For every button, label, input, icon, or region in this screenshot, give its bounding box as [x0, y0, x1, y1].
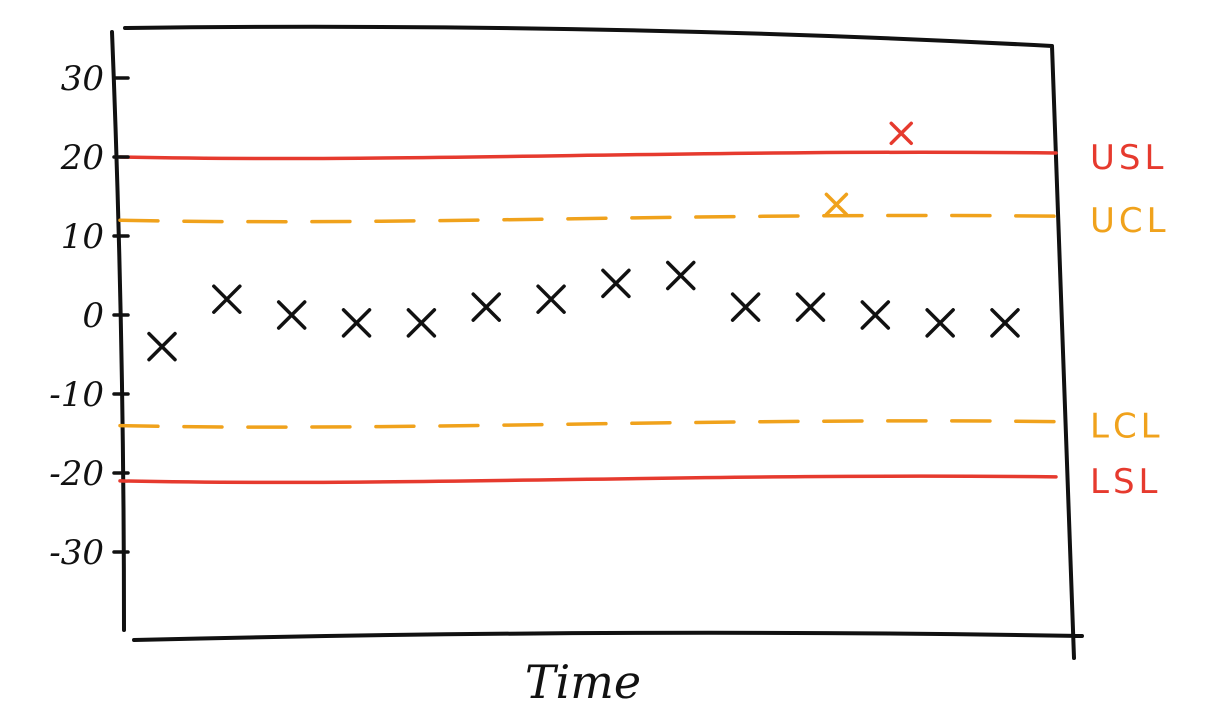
data-point: [925, 308, 955, 338]
y-axis-ticks: 30 20 10 0 -10 -20 -30: [49, 59, 130, 573]
data-point: [536, 284, 566, 314]
usl-label: USL: [1090, 138, 1167, 178]
ucl-label: UCL: [1090, 201, 1170, 241]
data-point: [601, 268, 631, 299]
lcl-label: LCL: [1090, 407, 1164, 447]
data-point: [406, 308, 437, 338]
data-point: [990, 308, 1020, 338]
lsl-label: LSL: [1090, 462, 1161, 502]
frame-border: [110, 24, 1084, 660]
plot-frame: [110, 24, 1084, 660]
y-tick-label: -30: [49, 533, 104, 573]
y-tick-label: 20: [60, 138, 104, 178]
out-of-control-point: [824, 192, 849, 217]
data-point: [730, 292, 761, 322]
data-point: [341, 308, 372, 338]
data-point: [276, 300, 307, 330]
limit-lines: USL UCL LCL LSL: [118, 138, 1170, 502]
data-points: [147, 121, 1020, 362]
data-point: [795, 292, 826, 322]
lsl-line: [118, 474, 1058, 485]
out-of-control-point: [889, 121, 913, 146]
y-tick-label: 10: [61, 217, 104, 257]
y-tick-label: -20: [49, 454, 104, 494]
ucl-line: [118, 213, 1058, 224]
lcl-line: [118, 419, 1058, 429]
y-tick-label: 30: [61, 59, 104, 99]
y-tick-label: 0: [82, 296, 104, 336]
data-point: [147, 331, 177, 362]
usl-line: [118, 150, 1058, 161]
data-point: [471, 292, 501, 322]
y-tick-label: -10: [49, 375, 104, 415]
data-point: [212, 284, 242, 314]
data-point: [860, 300, 891, 330]
x-axis-title: Time: [525, 655, 641, 709]
data-point: [666, 260, 696, 291]
